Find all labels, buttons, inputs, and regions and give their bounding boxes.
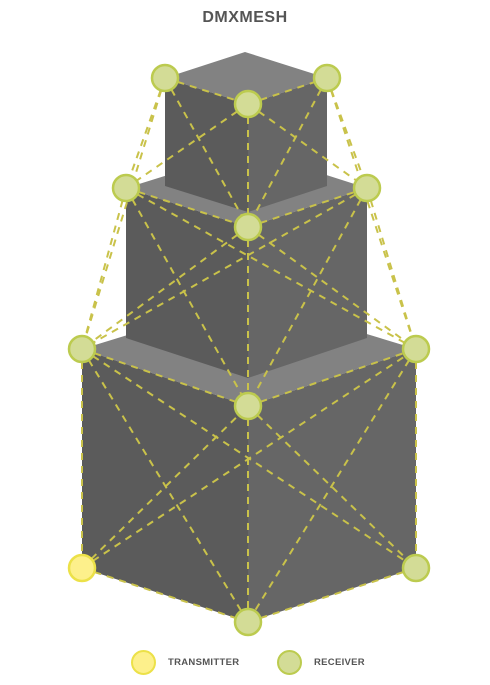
receiver-node <box>233 212 263 242</box>
top-cube-left-face <box>165 78 248 212</box>
legend-transmitter-label: TRANSMITTER <box>168 657 240 668</box>
top-cube <box>165 52 327 212</box>
receiver-node <box>312 63 342 93</box>
receiver-node <box>352 173 382 203</box>
receiver-node <box>233 391 263 421</box>
top-cube-right-face <box>248 78 327 212</box>
transmitter-node <box>67 553 97 583</box>
legend-transmitter: TRANSMITTER <box>131 650 239 675</box>
mesh-nodes <box>67 63 431 637</box>
receiver-node <box>401 334 431 364</box>
receiver-node <box>111 173 141 203</box>
legend-receiver-label: RECEIVER <box>314 657 365 668</box>
diagram-title: DMXMESH <box>202 9 288 26</box>
middle-cube-left-face <box>126 188 248 378</box>
receiver-node <box>401 553 431 583</box>
receiver-node <box>233 607 263 637</box>
legend-receiver: RECEIVER <box>277 650 365 675</box>
transmitter-legend-dot <box>131 650 156 675</box>
receiver-node <box>150 63 180 93</box>
receiver-node <box>233 89 263 119</box>
mesh-links <box>81 77 417 623</box>
middle-cube-right-face <box>248 188 367 378</box>
receiver-node <box>67 334 97 364</box>
receiver-legend-dot <box>277 650 302 675</box>
